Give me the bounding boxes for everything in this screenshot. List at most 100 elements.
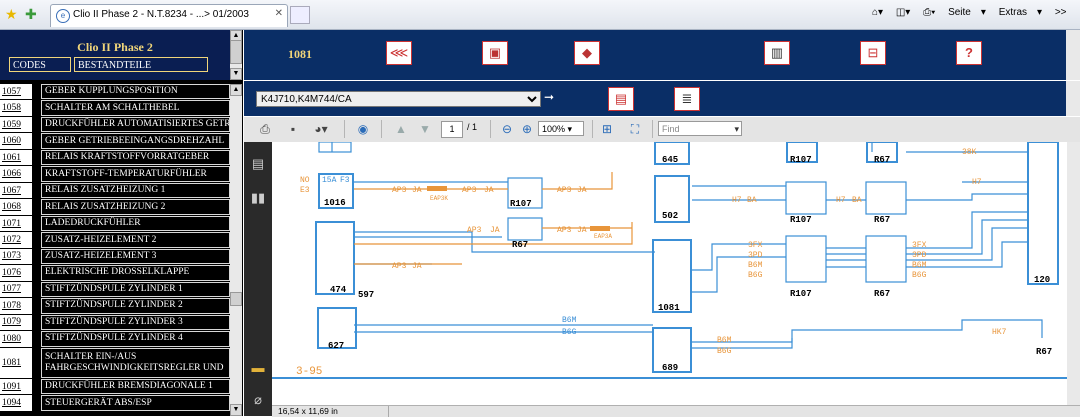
component-label[interactable]: RELAIS ZUSATZHEIZUNG 2 — [41, 199, 230, 215]
component-code-link[interactable]: 1076 — [0, 265, 32, 281]
component-label[interactable]: STEUERGERÄT ABS/ESP — [41, 395, 230, 411]
scroll-up-icon[interactable]: ▲ — [230, 84, 242, 96]
zoom-select[interactable]: 100% ▾ — [538, 121, 584, 136]
component-code-link[interactable]: 1091 — [0, 378, 32, 395]
component-label[interactable]: STIFTZÜNDSPULE ZYLINDER 4 — [41, 331, 230, 347]
component-code-link[interactable]: 1061 — [0, 149, 32, 166]
engine-select[interactable]: K4J710,K4M744/CA — [256, 91, 541, 107]
component-label[interactable]: STIFTZÜNDSPULE ZYLINDER 3 — [41, 314, 230, 331]
list-scrollbar[interactable]: ▲ ▼ — [230, 84, 242, 416]
connector-icon[interactable]: ⊟ — [860, 41, 886, 65]
stack-icon[interactable]: ≣ — [674, 87, 700, 111]
select-tool-icon[interactable]: ◉ — [357, 122, 369, 136]
extras-menu[interactable]: Extras▾ — [998, 7, 1043, 18]
next-page-icon[interactable]: ▼ — [419, 122, 431, 136]
component-label[interactable]: RELAIS KRAFTSTOFFVORRATGEBER — [41, 149, 230, 166]
component-code-link[interactable]: 1067 — [0, 182, 32, 199]
list-item[interactable]: 1081 SCHALTER EIN-/AUS FAHRGESCHWINDIGKEI… — [0, 347, 230, 378]
scroll-down-icon[interactable]: ▼ — [230, 68, 242, 80]
component-label[interactable]: KRAFTSTOFF-TEMPERATURFÜHLER — [41, 166, 230, 182]
component-code-link[interactable]: 1072 — [0, 232, 32, 248]
attachments-icon[interactable]: ⌀ — [254, 392, 262, 407]
close-tab-icon[interactable]: ✕ — [274, 8, 283, 19]
nav2-scrollbar[interactable] — [1066, 81, 1080, 116]
component-label[interactable]: ZUSATZ-HEIZELEMENT 3 — [41, 248, 230, 265]
scroll-thumb[interactable] — [230, 40, 242, 64]
favorites-star-icon[interactable]: ★ — [5, 6, 18, 22]
component-code-link[interactable]: 1066 — [0, 166, 32, 182]
save-icon[interactable]: ▪ — [290, 122, 296, 136]
component-code-link[interactable]: 1057 — [0, 84, 32, 100]
wiring-diagram[interactable]: NO E3 AP3 JA EAP3K AP3 JA AP3 JA AP3 JA … — [272, 142, 1067, 405]
component-code-link[interactable]: 1059 — [0, 116, 32, 133]
list-item[interactable]: 1058 SCHALTER AM SCHALTHEBEL — [0, 100, 230, 116]
page-input[interactable]: 1 — [441, 121, 463, 138]
tab-codes[interactable]: CODES — [9, 57, 71, 72]
page-menu[interactable]: Seite▾ — [948, 7, 986, 18]
list-item[interactable]: 1077 STIFTZÜNDSPULE ZYLINDER 1 — [0, 281, 230, 298]
component-label[interactable]: STIFTZÜNDSPULE ZYLINDER 2 — [41, 298, 230, 314]
component-label[interactable]: RELAIS ZUSATZHEIZUNG 1 — [41, 182, 230, 199]
component-code-link[interactable]: 1080 — [0, 331, 32, 347]
car-icon[interactable]: ◆ — [574, 41, 600, 65]
component-label[interactable]: LADEDRUCKFÜHLER — [41, 215, 230, 232]
zoom-out-icon[interactable]: ⊖ — [501, 122, 513, 136]
list-item[interactable]: 1057 GEBER KUPPLUNGSPOSITION — [0, 84, 230, 100]
fit-width-icon[interactable]: ⊞ — [601, 122, 613, 136]
component-label[interactable]: GEBER KUPPLUNGSPOSITION — [41, 84, 230, 100]
add-favorite-icon[interactable]: ✚ — [25, 6, 37, 22]
comments-icon[interactable]: ▬ — [251, 360, 265, 375]
go-arrow-icon[interactable]: ➞ — [544, 90, 555, 104]
overflow-chevron[interactable]: >> — [1054, 7, 1067, 18]
component-label[interactable]: SCHALTER EIN-/AUS FAHRGESCHWINDIGKEITSRE… — [41, 347, 230, 378]
find-input[interactable]: Find▾ — [658, 121, 742, 136]
scroll-down-icon[interactable]: ▼ — [230, 404, 242, 416]
component-code-link[interactable]: 1073 — [0, 248, 32, 265]
fit-page-icon[interactable]: ⛶ — [630, 122, 640, 136]
wiring-icon[interactable]: ⋘ — [386, 41, 412, 65]
help-icon[interactable]: ? — [956, 41, 982, 65]
component-code-link[interactable]: 1077 — [0, 281, 32, 298]
pages-icon[interactable]: ▤ — [251, 156, 265, 171]
list-item[interactable]: 1067 RELAIS ZUSATZHEIZUNG 1 — [0, 182, 230, 199]
bookmarks-icon[interactable]: ▮▮ — [250, 190, 266, 205]
print-icon[interactable]: ⎙ — [260, 122, 270, 136]
list-item[interactable]: 1091 DRUCKFÜHLER BREMSDIAGONALE 1 — [0, 378, 230, 395]
list-item[interactable]: 1066 KRAFTSTOFF-TEMPERATURFÜHLER — [0, 166, 230, 182]
list-item[interactable]: 1079 STIFTZÜNDSPULE ZYLINDER 3 — [0, 314, 230, 331]
component-label[interactable]: DRUCKFÜHLER BREMSDIAGONALE 1 — [41, 378, 230, 395]
print-icon[interactable]: ⎙▾ — [923, 7, 936, 18]
component-code-link[interactable]: 1058 — [0, 100, 32, 116]
browser-tab[interactable]: e Clio II Phase 2 - N.T.8234 - ...> 01/2… — [50, 4, 288, 27]
list-item[interactable]: 1072 ZUSATZ-HEIZELEMENT 2 — [0, 232, 230, 248]
header-scrollbar[interactable]: ▲ ▼ — [230, 30, 242, 80]
book-icon[interactable]: ▥ — [764, 41, 790, 65]
tab-bestandteile[interactable]: BESTANDTEILE — [74, 57, 208, 72]
new-tab-button[interactable] — [290, 6, 310, 24]
component-label[interactable]: DRUCKFÜHLER AUTOMATISIERTES GETRIEBE — [41, 116, 230, 133]
toolbox-icon[interactable]: ▣ — [482, 41, 508, 65]
prev-page-icon[interactable]: ▲ — [395, 122, 407, 136]
zoom-in-icon[interactable]: ⊕ — [521, 122, 533, 136]
scroll-thumb[interactable] — [230, 292, 242, 306]
list-item[interactable]: 1094 STEUERGERÄT ABS/ESP — [0, 395, 230, 411]
component-label[interactable]: STIFTZÜNDSPULE ZYLINDER 1 — [41, 281, 230, 298]
component-label[interactable]: SCHALTER AM SCHALTHEBEL — [41, 100, 230, 116]
feeds-icon[interactable]: ◫▾ — [895, 7, 911, 18]
component-code-link[interactable]: 1079 — [0, 314, 32, 331]
component-label[interactable]: ZUSATZ-HEIZELEMENT 2 — [41, 232, 230, 248]
list-item[interactable]: 1080 STIFTZÜNDSPULE ZYLINDER 4 — [0, 331, 230, 347]
share-icon[interactable]: ◕▾ — [314, 122, 328, 136]
component-code-link[interactable]: 1081 — [0, 347, 32, 378]
list-item[interactable]: 1061 RELAIS KRAFTSTOFFVORRATGEBER — [0, 149, 230, 166]
list-item[interactable]: 1059 DRUCKFÜHLER AUTOMATISIERTES GETRIEBE — [0, 116, 230, 133]
nav-scrollbar[interactable] — [1066, 30, 1080, 80]
component-code-link[interactable]: 1060 — [0, 133, 32, 149]
diagram-scrollbar[interactable] — [1067, 142, 1080, 405]
component-code-link[interactable]: 1094 — [0, 395, 32, 411]
